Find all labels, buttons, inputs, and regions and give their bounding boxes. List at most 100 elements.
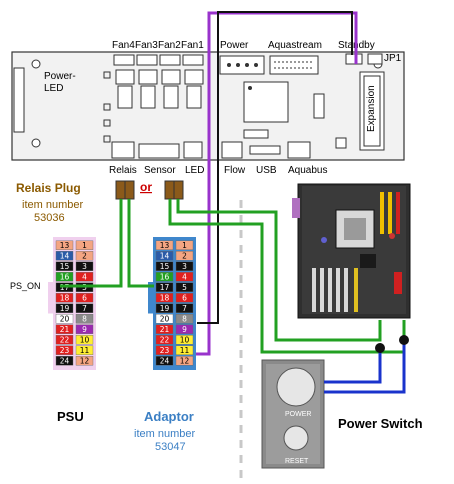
header-label-fan2: Fan2 [158, 40, 181, 51]
adaptor-pin-label: 7 [182, 304, 187, 313]
psu-pin [55, 261, 74, 271]
adaptor-item-label: item number [134, 428, 195, 440]
adaptor-pin-label: 13 [160, 241, 170, 250]
power-button[interactable] [276, 367, 316, 407]
adaptor-pin [175, 251, 194, 261]
adaptor-pin-label: 9 [182, 325, 187, 334]
psu-pin [55, 303, 74, 313]
psu-pin [75, 335, 94, 345]
adaptor-pin [175, 272, 194, 282]
psu-pin [55, 251, 74, 261]
psu-pin [75, 261, 94, 271]
adaptor-pin-label: 2 [182, 251, 187, 260]
psu-pin-label: 16 [60, 272, 70, 281]
adaptor-pin-label: 22 [160, 335, 170, 344]
header-label-fan3: Fan3 [135, 40, 158, 51]
label-led: LED [185, 165, 204, 176]
adaptor-pin-label: 24 [160, 356, 170, 365]
adaptor-pin [175, 356, 194, 366]
header-label-jp1: JP1 [384, 53, 402, 64]
adaptor-pin [175, 314, 194, 324]
psu-pin [75, 251, 94, 261]
reset-button[interactable] [283, 425, 309, 451]
power-switch-title: Power Switch [338, 416, 423, 431]
header-label-fan1: Fan1 [181, 40, 204, 51]
adaptor-pin [175, 240, 194, 250]
junction-dot-1 [375, 343, 385, 353]
motherboard [292, 183, 411, 319]
header-label-aquastream: Aquastream [268, 40, 322, 51]
psu-pin [75, 356, 94, 366]
psu-pin-label: 7 [82, 304, 87, 313]
label-sensor: Sensor [144, 165, 176, 176]
adaptor-pin-label: 18 [160, 293, 170, 302]
adaptor-pin-label: 21 [160, 325, 170, 334]
psu-latch [48, 282, 54, 314]
wire-black-ground [197, 11, 353, 324]
psu-pin-label: 14 [60, 251, 70, 260]
relais-plug-title: Relais Plug [16, 181, 81, 195]
psu-pin [75, 303, 94, 313]
psu-pin [55, 240, 74, 250]
psu-pin-label: 12 [80, 356, 90, 365]
adaptor-pin-label: 17 [160, 283, 170, 292]
adaptor-item-number: 53047 [155, 441, 186, 453]
power-button-label: POWER [285, 411, 311, 418]
psu-pin [55, 293, 74, 303]
psu-pin [75, 324, 94, 334]
adaptor-pin-label: 5 [182, 283, 187, 292]
wire-green-adaptor-switch-2 [176, 199, 382, 342]
adaptor-pin-label: 14 [160, 251, 170, 260]
adaptor-pin-label: 1 [182, 241, 187, 250]
psu-pin [75, 314, 94, 324]
adaptor-pin-label: 8 [182, 314, 187, 323]
psu-pin-label: 20 [60, 314, 70, 323]
psu-pin-label: 11 [80, 346, 90, 355]
psu-pin [55, 314, 74, 324]
psu-pin [75, 293, 94, 303]
psu-pin [55, 335, 74, 345]
adaptor-latch [148, 282, 154, 314]
adaptor-pin [155, 251, 174, 261]
reset-button-label: RESET [285, 458, 309, 465]
or-label: or [140, 180, 152, 194]
power-led-label-2: LED [44, 83, 63, 94]
psu-pin [55, 272, 74, 282]
adaptor-title: Adaptor [144, 409, 194, 424]
adaptor-pin [175, 303, 194, 313]
adaptor-pin [155, 303, 174, 313]
adaptor-pin-label: 12 [180, 356, 190, 365]
relais-plug-item-number: 53036 [34, 212, 65, 224]
psu-pin-label: 3 [82, 262, 87, 271]
adaptor-pin [175, 261, 194, 271]
adaptor-pin [175, 293, 194, 303]
wire-blue-switch-1 [324, 348, 382, 384]
psu-pin [75, 272, 94, 282]
psu-pin-label: 24 [60, 356, 70, 365]
adaptor-pin [155, 314, 174, 324]
adaptor-pin [155, 335, 174, 345]
relais-plug-item-label: item number [22, 199, 83, 211]
adaptor-pin-label: 15 [160, 262, 170, 271]
adaptor-pin [155, 356, 174, 366]
psu-label: PSU [57, 409, 84, 424]
psu-pin-label: 8 [82, 314, 87, 323]
adaptor-pin-label: 11 [180, 346, 190, 355]
adaptor-pin [175, 345, 194, 355]
psu-pin-label: 6 [82, 293, 87, 302]
wire-green-relais-adaptor [127, 199, 154, 288]
adaptor-pin [155, 345, 174, 355]
psu-pin-label: 21 [60, 325, 70, 334]
psu-pin [55, 356, 74, 366]
adaptor-pin-label: 23 [160, 346, 170, 355]
adaptor-pin-label: 6 [182, 293, 187, 302]
psu-pin-label: 9 [82, 325, 87, 334]
adaptor-pin [175, 335, 194, 345]
psu-pin-label: 23 [60, 346, 70, 355]
wire-green-relais-psu [60, 199, 123, 288]
psu-pin-label: 2 [82, 251, 87, 260]
psu-pin [55, 324, 74, 334]
